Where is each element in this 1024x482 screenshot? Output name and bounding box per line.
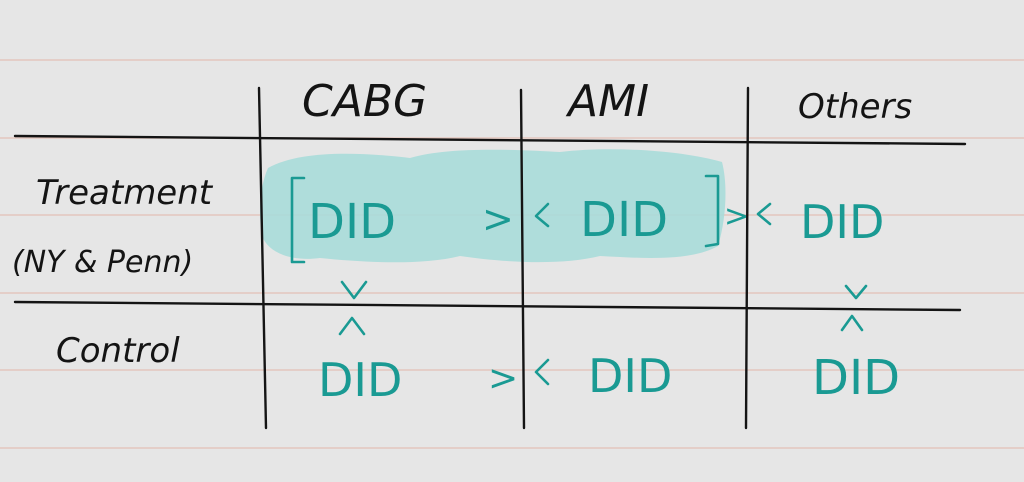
cell-treatment-cabg: DID	[308, 194, 396, 250]
compare-down-cabg	[340, 280, 368, 300]
relation-treatment-ami-others: >	[724, 199, 749, 234]
cell-control-cabg: DID	[318, 353, 402, 407]
open-angle-treatment-others	[756, 202, 772, 226]
cell-control-ami: DID	[588, 349, 672, 403]
cell-treatment-others: DID	[800, 195, 884, 249]
row-header-treatment: Treatment	[36, 173, 214, 213]
table-grid	[13, 86, 967, 430]
row-header-control: Control	[56, 331, 180, 371]
right-bracket	[704, 174, 720, 248]
cell-treatment-ami: DID	[580, 192, 668, 248]
left-bracket	[290, 176, 306, 264]
open-angle-treatment-ami	[534, 202, 550, 228]
treatment-highlight	[260, 149, 726, 263]
column-header-ami: AMI	[565, 76, 649, 127]
relation-treatment-cabg-ami: >	[482, 197, 514, 241]
compare-up-cabg	[338, 316, 366, 336]
row-header-treatment-subtitle: (NY & Penn)	[12, 245, 193, 280]
relation-control-cabg-ami: >	[488, 358, 518, 399]
compare-up-others	[840, 314, 864, 332]
cell-control-others: DID	[812, 350, 900, 406]
column-header-cabg: CABG	[302, 76, 427, 127]
open-angle-control-ami	[534, 358, 550, 386]
compare-down-others	[844, 284, 868, 300]
column-header-others: Others	[798, 87, 912, 127]
